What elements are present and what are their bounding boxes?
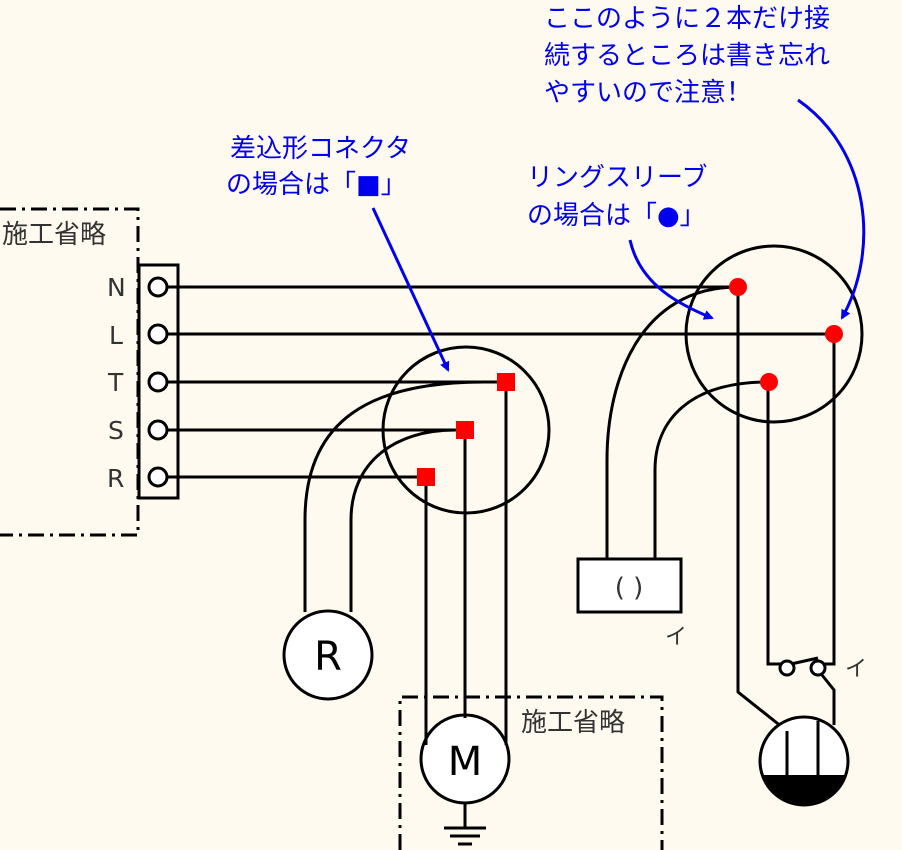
two-wire-note-line-3: やすいので注意！ — [544, 78, 752, 108]
switch-contact-b — [809, 659, 827, 677]
switch-tag: イ — [845, 657, 867, 682]
terminal-label-t: T — [107, 368, 124, 397]
outlet-text: ( ) — [615, 573, 644, 603]
terminal-label-s: S — [108, 416, 124, 445]
receptacle-label: R — [314, 634, 342, 680]
connector-note-line-2: の場合は「■」 — [226, 170, 407, 200]
junction-box-right — [684, 244, 864, 424]
wire-to-outlet-2 — [653, 380, 769, 560]
wires — [167, 285, 836, 735]
switch-blade — [790, 656, 819, 666]
terminal-r — [147, 466, 169, 488]
annotation-two-wire: ここのように２本だけ接 続するところは書き忘れ やすいので注意！ — [544, 4, 866, 320]
terminal-label-n: N — [107, 273, 126, 302]
terminal-l — [147, 323, 169, 345]
lamp — [758, 715, 850, 807]
junction-box-center — [381, 345, 551, 515]
wire-n-to-lamp — [736, 287, 788, 733]
outlet-tag: イ — [665, 625, 687, 650]
terminal-t — [147, 371, 169, 393]
annotation-sleeve: リングスリーブ の場合は「●」 — [527, 163, 714, 320]
wire-to-r-1 — [303, 380, 485, 612]
outlet: ( ) イ — [576, 557, 687, 650]
two-wire-note-line-1: ここのように２本だけ接 — [544, 4, 830, 34]
switch: イ — [778, 657, 867, 682]
wire-to-r-2 — [349, 428, 456, 612]
terminal-s — [147, 419, 169, 441]
connectors — [417, 278, 843, 486]
motor-label: M — [448, 739, 483, 785]
motor: M — [419, 713, 511, 846]
receptacle-r: R — [282, 609, 374, 701]
wire-l-to-switch-b — [824, 334, 836, 666]
wire-switch-to-lamp — [816, 669, 836, 725]
connector-dot-n — [729, 278, 747, 296]
switch-contact-a — [778, 659, 796, 677]
ground-icon — [444, 803, 486, 846]
connector-note-line-1: 差込形コネクタ — [230, 134, 411, 164]
omitted-box-bottom: 施工省略 — [398, 695, 664, 850]
omitted-box-left: 施工省略 — [0, 207, 140, 537]
two-wire-note-line-2: 続するところは書き忘れ — [544, 41, 830, 71]
terminal-label-r: R — [107, 464, 124, 493]
connector-dot-l — [825, 325, 843, 343]
connector-dot-switch — [760, 373, 778, 391]
terminal-n — [147, 276, 169, 298]
wire-to-switch-a — [766, 382, 782, 666]
terminal-label-l: L — [109, 321, 123, 350]
connector-square-r — [417, 468, 435, 486]
connector-square-s — [456, 421, 474, 439]
terminal-block: N L T S R — [107, 263, 180, 500]
omitted-label-bottom: 施工省略 — [521, 708, 625, 738]
wire-to-outlet-1 — [605, 285, 739, 560]
omitted-label-left: 施工省略 — [2, 220, 106, 250]
sleeve-note-line-2: の場合は「●」 — [527, 201, 706, 231]
annotation-connector: 差込形コネクタ の場合は「■」 — [226, 134, 450, 372]
sleeve-note-line-1: リングスリーブ — [527, 163, 707, 193]
connector-square-t — [497, 373, 515, 391]
